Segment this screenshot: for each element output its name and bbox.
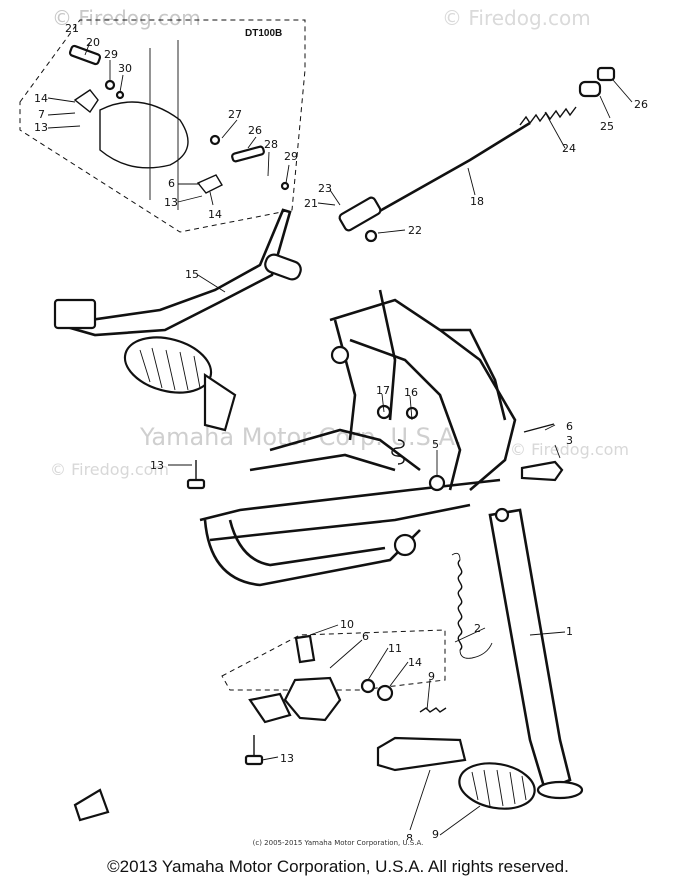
callout-25: 26 bbox=[248, 124, 262, 137]
callout-4: 5 bbox=[432, 438, 439, 451]
callout-5: 6 bbox=[566, 420, 573, 433]
callout-13-inset-a: 13 bbox=[34, 121, 48, 134]
watermark-center: Yamaha Motor Corp. U.S.A. bbox=[140, 423, 463, 451]
rod-nut bbox=[578, 80, 602, 98]
return-spring bbox=[391, 439, 405, 465]
brake-arm bbox=[338, 196, 382, 232]
callout-18: 18 bbox=[470, 195, 484, 208]
callout-6-lower: 6 bbox=[362, 630, 369, 643]
stand-spring bbox=[457, 559, 463, 651]
callout-15: 15 bbox=[185, 268, 199, 281]
small-copyright: (c) 2005-2015 Yamaha Motor Corporation, … bbox=[252, 839, 424, 847]
rod-pin bbox=[364, 229, 378, 243]
right-footrest bbox=[376, 736, 536, 810]
cotter-pin bbox=[523, 423, 555, 433]
callout-17: 17 bbox=[376, 384, 390, 397]
callout-30: 30 bbox=[118, 62, 132, 75]
rod-adjuster bbox=[596, 66, 616, 82]
callout-21: 23 bbox=[318, 182, 332, 195]
brake-pivot bbox=[264, 253, 302, 281]
brake-rod bbox=[354, 121, 531, 227]
callout-23: 25 bbox=[600, 120, 614, 133]
callout-28: 28 bbox=[264, 138, 278, 151]
callout-6-inset: 6 bbox=[168, 177, 175, 190]
callout-12: 11 bbox=[388, 642, 402, 655]
callout-3: 3 bbox=[566, 434, 573, 447]
callout-26b: 20 bbox=[86, 36, 100, 49]
callout-10: 9 bbox=[428, 670, 435, 683]
stand-bolt bbox=[520, 460, 564, 482]
callout-26: 21 bbox=[65, 22, 79, 35]
brake-pedal bbox=[58, 208, 292, 337]
parts-diagram: 21 20 29 30 14 7 13 27 26 28 29 6 13 14 … bbox=[19, 19, 648, 840]
side-stand bbox=[488, 507, 584, 800]
callout-13-inset-b: 13 bbox=[164, 196, 178, 209]
callout-14-lower: 14 bbox=[408, 656, 422, 669]
callout-14-inset: 14 bbox=[208, 208, 222, 221]
brake-pedal-pad bbox=[53, 298, 97, 330]
inset-boundary bbox=[19, 19, 306, 233]
callout-1: 1 bbox=[566, 625, 573, 638]
front-arrow-icon bbox=[73, 788, 110, 822]
callout-16: 16 bbox=[404, 386, 418, 399]
left-footrest bbox=[123, 336, 237, 432]
callout-29: 29 bbox=[104, 48, 118, 61]
watermark-top-left: © Firedog.com bbox=[52, 6, 201, 30]
callout-11: 10 bbox=[340, 618, 354, 631]
brake-spring bbox=[519, 106, 577, 126]
inset-model-label: DT100B bbox=[245, 28, 283, 39]
callout-2: 2 bbox=[474, 622, 481, 635]
washer-12 bbox=[360, 678, 376, 694]
callout-labels: 21 20 29 30 14 7 13 27 26 28 29 6 13 14 … bbox=[34, 22, 648, 840]
frame bbox=[199, 289, 517, 587]
callout-30b: 29 bbox=[284, 150, 298, 163]
watermark-top-right: © Firedog.com bbox=[442, 6, 591, 30]
collar bbox=[428, 474, 446, 492]
callout-13-lower: 13 bbox=[280, 752, 294, 765]
footrest-bracket bbox=[283, 676, 342, 722]
nut-14 bbox=[376, 684, 394, 702]
callout-7: 7 bbox=[38, 108, 45, 121]
callout-8: 8 bbox=[406, 832, 413, 840]
callout-13-left: 13 bbox=[150, 459, 164, 472]
watermark-mid-right: © Firedog.com bbox=[510, 440, 629, 459]
callout-27: 27 bbox=[228, 108, 242, 121]
callout-20: 22 bbox=[408, 224, 422, 237]
pin-11 bbox=[294, 634, 316, 664]
footer-copyright: ©2013 Yamaha Motor Corporation, U.S.A. A… bbox=[107, 857, 569, 876]
callout-22: 24 bbox=[562, 142, 576, 155]
spring-10 bbox=[419, 707, 447, 713]
lower-boundary bbox=[221, 629, 446, 691]
callout-24: 26 bbox=[634, 98, 648, 111]
callout-9: 9 bbox=[432, 828, 439, 840]
callout-14: 14 bbox=[34, 92, 48, 105]
watermark-mid-left: © Firedog.com bbox=[50, 460, 169, 479]
callout-19: 21 bbox=[304, 197, 318, 210]
leader-lines bbox=[47, 41, 633, 836]
